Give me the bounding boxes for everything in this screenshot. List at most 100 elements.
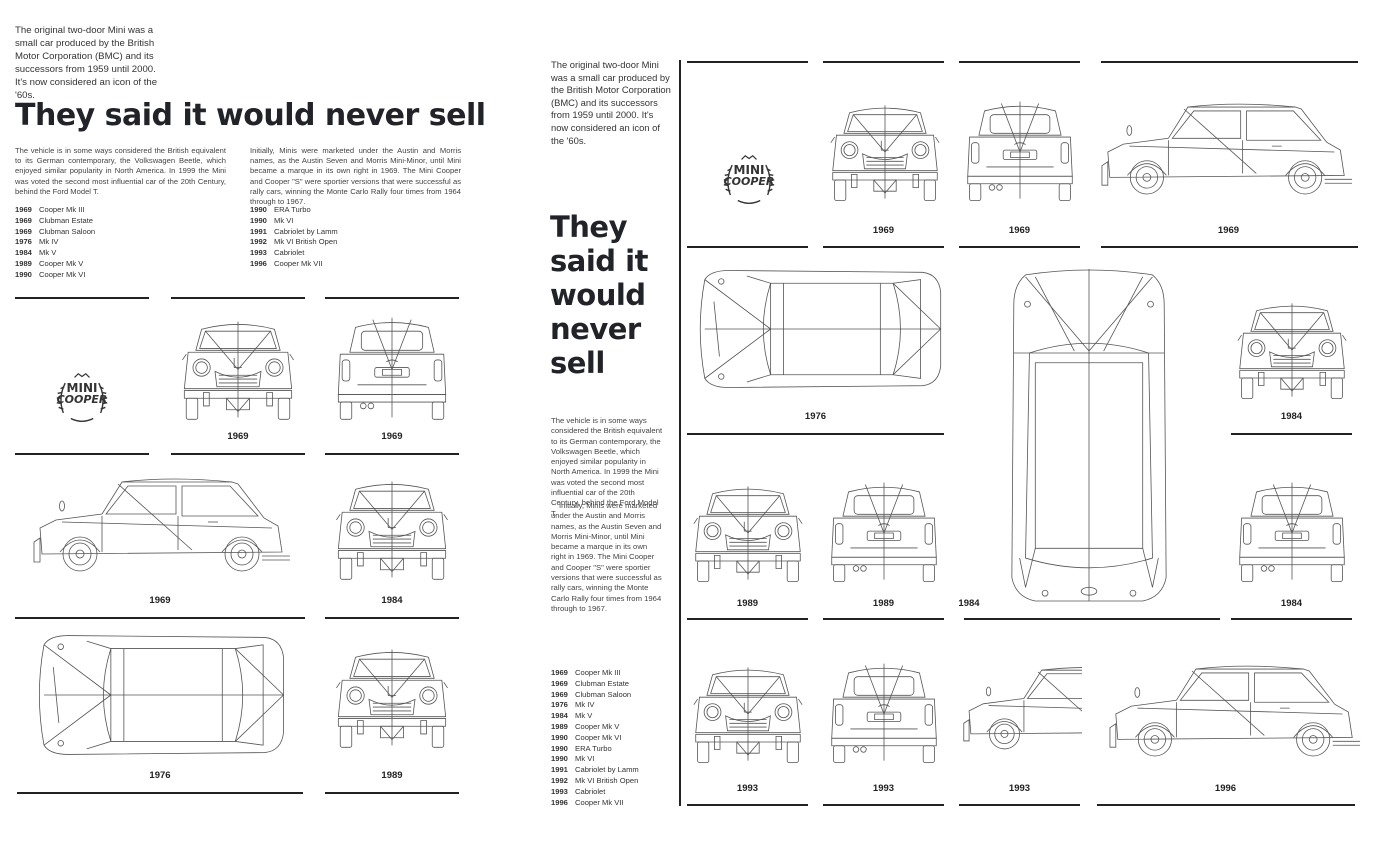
car-rear-drawing: [1233, 477, 1351, 589]
caption: 1989: [872, 598, 895, 609]
cabriolet-crop: [962, 658, 1082, 770]
divider: [687, 61, 808, 63]
divider: [1101, 246, 1358, 248]
caption: 1984: [1280, 411, 1303, 422]
divider: [325, 792, 459, 794]
mini-cooper-logo: MINI COOPER: [50, 370, 114, 426]
logo-text-cooper: COOPER: [723, 175, 775, 188]
caption: 1989: [381, 770, 403, 781]
divider: [823, 618, 944, 620]
divider: [959, 804, 1080, 806]
car-front-drawing: [332, 640, 452, 755]
caption: 1969: [872, 225, 895, 236]
divider: [15, 453, 149, 455]
caption: 1976: [804, 411, 827, 422]
caption: 1996: [1214, 783, 1237, 794]
intro-text: The original two-door Mini was a small c…: [551, 59, 671, 146]
logo-text-mini: MINI: [733, 163, 765, 177]
car-side-drawing: [962, 658, 1082, 762]
divider: [959, 61, 1080, 63]
divider: [15, 297, 149, 299]
caption: 1984: [1280, 598, 1303, 609]
caption: 1984: [958, 598, 980, 609]
intro-text: The original two-door Mini was a small c…: [15, 25, 158, 101]
car-top-drawing: [26, 630, 296, 760]
divider: [687, 804, 808, 806]
divider: [823, 804, 944, 806]
page-title: They said it would never sell: [15, 98, 486, 133]
divider: [687, 246, 808, 248]
divider: [687, 618, 808, 620]
car-front-drawing: [689, 477, 807, 589]
logo-text-cooper: COOPER: [56, 393, 108, 406]
divider: [325, 297, 459, 299]
vertical-divider: [679, 60, 681, 806]
caption: 1993: [872, 783, 895, 794]
divider: [964, 618, 1220, 620]
divider: [1231, 433, 1352, 435]
car-front-drawing: [178, 312, 298, 427]
car-front-drawing: [826, 96, 944, 208]
caption: 1969: [381, 431, 403, 442]
car-rear-drawing: [961, 96, 1079, 208]
car-front-drawing: [332, 472, 452, 587]
logo-text-mini: MINI: [66, 381, 98, 395]
divider: [15, 617, 305, 619]
divider: [325, 617, 459, 619]
divider: [687, 433, 944, 435]
divider: [823, 61, 944, 63]
car-side-drawing: [32, 472, 292, 582]
divider: [1097, 804, 1355, 806]
body-paragraph-1: The vehicle is in some ways considered t…: [15, 146, 226, 196]
car-front-drawing: [689, 658, 807, 770]
caption: 1969: [1217, 225, 1240, 236]
caption: 1989: [736, 598, 759, 609]
divider: [1101, 61, 1358, 63]
mini-cooper-logo: MINI COOPER: [717, 152, 781, 208]
caption: 1993: [1008, 783, 1031, 794]
caption: 1969: [149, 595, 171, 606]
car-top-drawing: [690, 265, 950, 393]
page-title: They said it would never sell: [550, 210, 648, 380]
body-paragraph-2: Initially, Minis were marketed under the…: [551, 501, 662, 613]
body-paragraph-1: The vehicle is in some ways considered t…: [551, 416, 663, 518]
divider: [959, 246, 1080, 248]
body-paragraph-2: Initially, Minis were marketed under the…: [250, 146, 461, 207]
car-side-drawing: [1100, 96, 1354, 206]
caption: 1984: [381, 595, 403, 606]
caption: 1969: [1008, 225, 1031, 236]
divider: [823, 246, 944, 248]
divider: [17, 792, 303, 794]
car-rear-drawing: [825, 658, 943, 770]
car-rear-drawing: [332, 312, 452, 427]
caption: 1993: [736, 783, 759, 794]
divider: [325, 453, 459, 455]
divider: [1231, 618, 1352, 620]
